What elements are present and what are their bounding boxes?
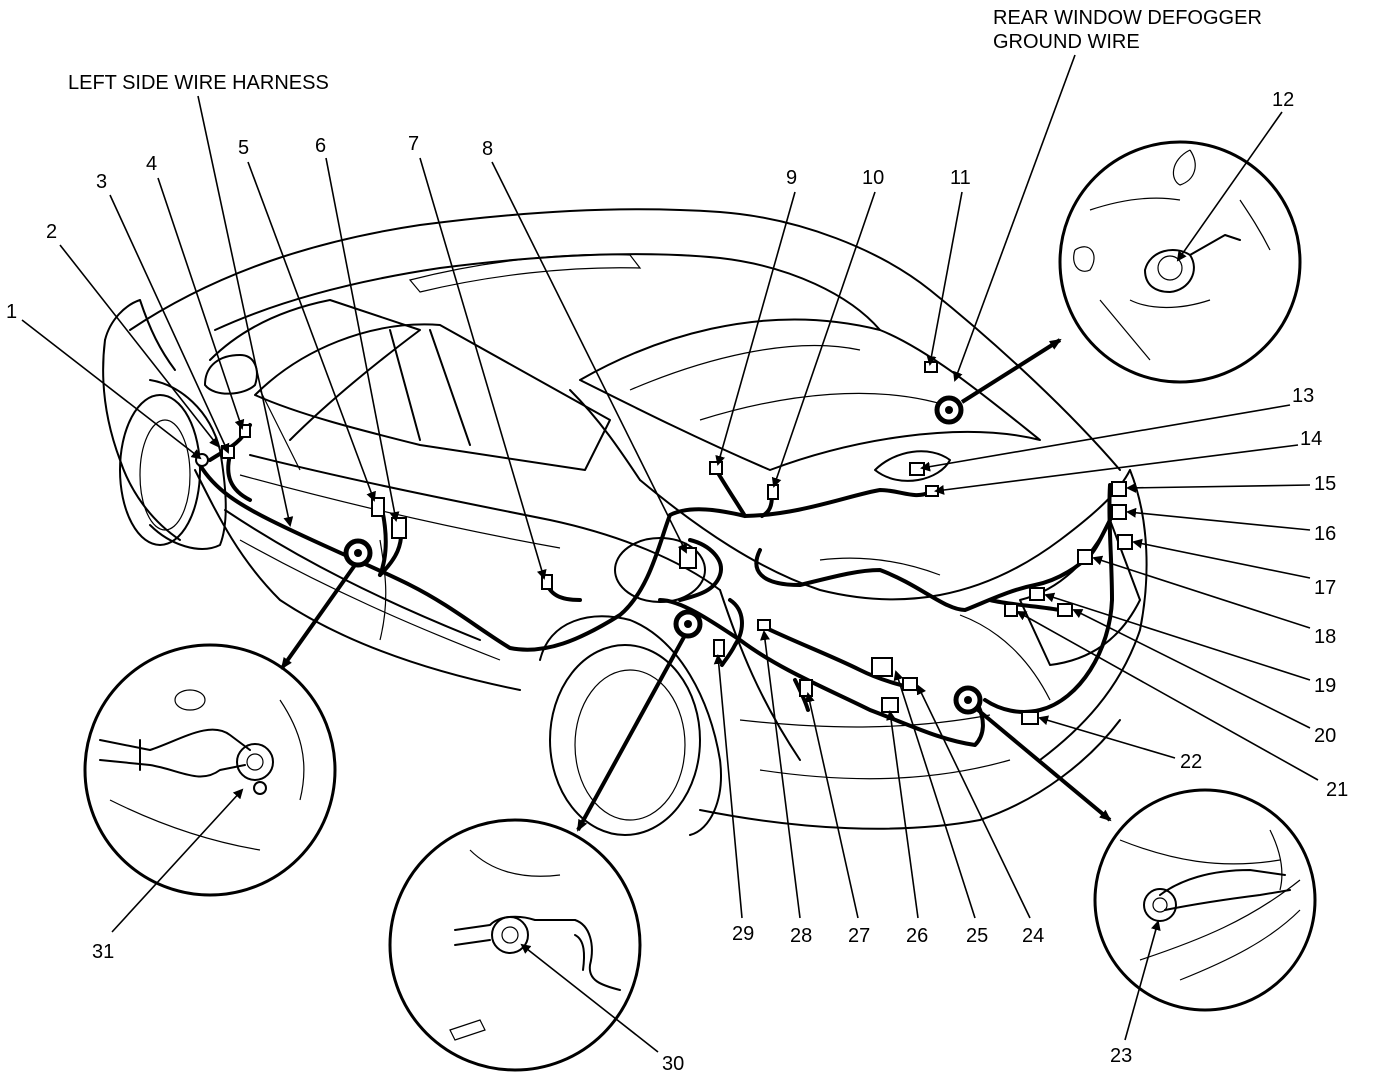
- callout-26: 26: [906, 925, 928, 947]
- callout-19: 19: [1314, 675, 1336, 697]
- callout-2: 2: [46, 221, 57, 243]
- detail-view-31: [83, 643, 337, 897]
- callout-3: 3: [96, 171, 107, 193]
- detail-view-12: [1058, 140, 1302, 384]
- callout-24: 24: [1022, 925, 1044, 947]
- callout-31: 31: [92, 941, 114, 963]
- ground-points: [343, 395, 983, 715]
- callout-8: 8: [482, 138, 493, 160]
- callout-25: 25: [966, 925, 988, 947]
- callout-13: 13: [1292, 385, 1314, 407]
- callout-23: 23: [1110, 1045, 1132, 1067]
- callout-21: 21: [1326, 779, 1348, 801]
- callout-1: 1: [6, 301, 17, 323]
- car-body-outline: [102, 208, 1148, 836]
- callout-18: 18: [1314, 626, 1336, 648]
- callout-22: 22: [1180, 751, 1202, 773]
- callout-12: 12: [1272, 89, 1294, 111]
- detail-arrows: [280, 338, 1112, 832]
- callout-17: 17: [1314, 577, 1336, 599]
- callout-5: 5: [238, 137, 249, 159]
- callout-29: 29: [732, 923, 754, 945]
- ground-wire-title: GROUND WIRE: [993, 31, 1140, 53]
- callout-28: 28: [790, 925, 812, 947]
- callout-4: 4: [146, 153, 157, 175]
- callout-10: 10: [862, 167, 884, 189]
- detail-view-23: [1093, 788, 1317, 1012]
- callout-9: 9: [786, 167, 797, 189]
- leader-lines: [21, 54, 1319, 1053]
- rear-window-defogger-title: REAR WINDOW DEFOGGER: [993, 7, 1262, 29]
- callout-27: 27: [848, 925, 870, 947]
- detail-view-30: [388, 818, 642, 1072]
- callout-14: 14: [1300, 428, 1322, 450]
- left-side-wire-harness-title: LEFT SIDE WIRE HARNESS: [68, 72, 329, 94]
- callout-20: 20: [1314, 725, 1336, 747]
- callout-6: 6: [315, 135, 326, 157]
- callout-16: 16: [1314, 523, 1336, 545]
- callout-15: 15: [1314, 473, 1336, 495]
- callout-30: 30: [662, 1053, 684, 1075]
- callout-7: 7: [408, 133, 419, 155]
- callout-11: 11: [950, 167, 971, 189]
- callout-labels: 1 2 3 4 5 6 7 8 9 10 11 12 13 14 15 16 1…: [6, 89, 1348, 1075]
